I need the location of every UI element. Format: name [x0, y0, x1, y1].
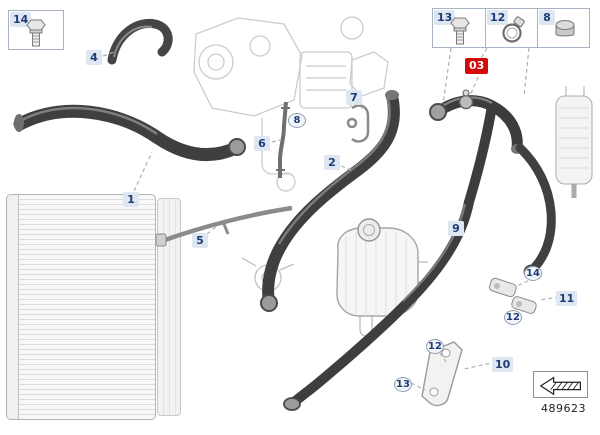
callout-6[interactable]: 6 — [254, 136, 270, 151]
legend-cell-8[interactable]: 8 — [537, 9, 589, 47]
callout-13-circle[interactable]: 13 — [394, 377, 412, 392]
legend-cell-14[interactable]: 14 — [9, 11, 63, 49]
legend-callout-8: 8 — [539, 10, 555, 25]
vent-pipe-6[interactable] — [276, 101, 290, 178]
bolt-icon — [26, 19, 46, 47]
hose-clamp-icon — [502, 16, 525, 43]
vent-hose-4[interactable] — [107, 18, 173, 65]
callout-5[interactable]: 5 — [192, 233, 208, 248]
oil-cooler — [555, 86, 593, 198]
callout-12-circle-a[interactable]: 12 — [504, 310, 522, 325]
callout-03-selected[interactable]: 03 — [465, 58, 489, 74]
callout-12-circle-b[interactable]: 12 — [426, 339, 444, 354]
expansion-tank — [336, 218, 428, 337]
callout-1[interactable]: 1 — [123, 192, 139, 207]
coolant-hose-3-selected[interactable] — [429, 89, 523, 207]
callout-4[interactable]: 4 — [86, 50, 102, 65]
callout-9[interactable]: 9 — [448, 221, 464, 236]
callout-7[interactable]: 7 — [346, 90, 362, 105]
callout-11[interactable]: 11 — [556, 291, 578, 306]
part-number-label: 489623 — [541, 402, 586, 415]
bolt-icon — [450, 17, 470, 45]
legend-cell-12[interactable]: 12 — [485, 9, 537, 47]
bracket-10[interactable] — [421, 341, 463, 407]
callout-2[interactable]: 2 — [324, 155, 340, 170]
quick-connectors-11[interactable] — [488, 277, 537, 314]
legend-cell-13[interactable]: 13 — [433, 9, 485, 47]
callout-14-circle[interactable]: 14 — [524, 266, 542, 281]
direction-arrow-icon — [539, 376, 581, 395]
coolant-hose-2[interactable] — [260, 90, 400, 312]
legend-callout-14: 14 — [10, 12, 32, 27]
coolant-hose-right[interactable] — [515, 143, 556, 280]
coolant-hose-9[interactable] — [283, 197, 474, 411]
engine-outline — [193, 16, 389, 192]
radiator-hose-1[interactable] — [13, 104, 246, 162]
legend-box-fasteners: 13 12 8 — [432, 8, 590, 48]
legend-callout-12: 12 — [487, 10, 509, 25]
callout-8-circle[interactable]: 8 — [288, 113, 306, 128]
seal-ring-icon — [555, 20, 575, 37]
direction-arrow-box — [533, 371, 588, 398]
radiator — [6, 194, 156, 420]
coolant-pipe-5[interactable] — [155, 205, 293, 247]
legend-box-bolt[interactable]: 14 — [8, 10, 64, 50]
radiator-side-tank — [7, 195, 19, 419]
legend-callout-13: 13 — [434, 10, 456, 25]
holder-7[interactable] — [346, 104, 370, 143]
callout-10[interactable]: 10 — [492, 357, 514, 372]
